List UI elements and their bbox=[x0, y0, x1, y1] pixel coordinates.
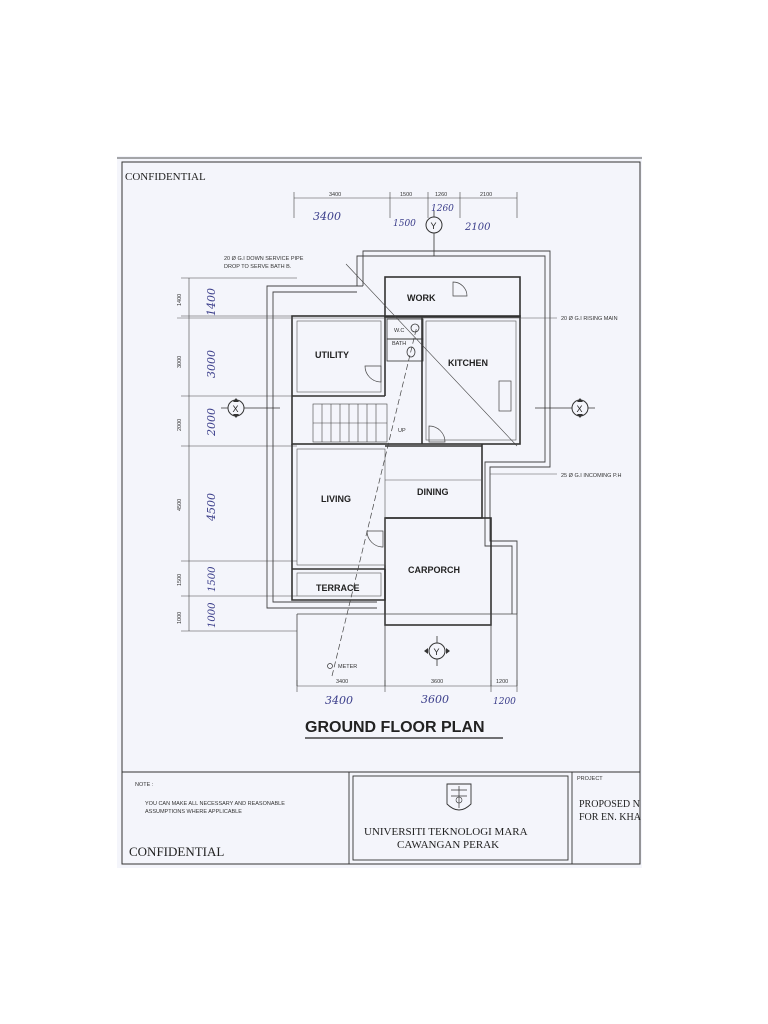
meter-symbol bbox=[327, 663, 333, 669]
left-dim-1: 1400 bbox=[177, 294, 183, 306]
left-dim-hand-3: 2000 bbox=[205, 408, 218, 437]
room-dining: DINING bbox=[417, 487, 449, 497]
room-wc: W.C bbox=[394, 328, 404, 334]
project-line-2: FOR EN. KHA bbox=[579, 812, 642, 823]
left-dim-hand-1: 1400 bbox=[205, 288, 218, 316]
university-campus: CAWANGAN PERAK bbox=[397, 839, 499, 851]
left-dim-hand-5: 1500 bbox=[207, 566, 218, 592]
bottom-dim-hand-2: 3600 bbox=[421, 693, 449, 706]
staircase bbox=[312, 403, 388, 443]
left-dim-6: 1000 bbox=[177, 612, 183, 624]
room-utility: UTILITY bbox=[315, 350, 349, 360]
room-kitchen: KITCHEN bbox=[448, 358, 488, 368]
down-pipe-leader bbox=[345, 263, 518, 447]
note-line-1: YOU CAN MAKE ALL NECESSARY AND REASONABL… bbox=[145, 801, 285, 807]
drawing-title: GROUND FLOOR PLAN bbox=[305, 719, 485, 736]
project-label: PROJECT bbox=[577, 776, 603, 782]
confidential-bottom: CONFIDENTIAL bbox=[129, 844, 224, 859]
confidential-top: CONFIDENTIAL bbox=[125, 171, 206, 183]
floor-plan-drawing: CONFIDENTIAL 3400 1500 1260 2100 3400 15… bbox=[117, 157, 642, 865]
note-label: NOTE : bbox=[135, 782, 154, 788]
left-dim-4: 4500 bbox=[177, 499, 183, 511]
room-living: LIVING bbox=[321, 494, 351, 504]
bottom-dim-hand-3: 1200 bbox=[493, 697, 516, 707]
section-mark-y-top: Y bbox=[425, 211, 443, 256]
section-y-top-label: Y bbox=[431, 221, 437, 231]
section-x-left-label: X bbox=[233, 404, 239, 414]
bottom-dim-3: 1200 bbox=[496, 679, 508, 685]
down-pipe-note-1: 20 Ø G.I DOWN SERVICE PIPE bbox=[224, 256, 304, 262]
incoming-note: 25 Ø G.I INCOMING P.H bbox=[561, 473, 621, 479]
room-terrace: TERRACE bbox=[316, 583, 360, 593]
top-dim-2: 1500 bbox=[400, 192, 412, 198]
university-name: UNIVERSITI TEKNOLOGI MARA bbox=[364, 826, 528, 838]
inner-wall-lines bbox=[296, 320, 517, 597]
bottom-dimension-line bbox=[296, 680, 518, 692]
section-x-right-label: X bbox=[577, 404, 583, 414]
left-dim-3: 2000 bbox=[177, 419, 183, 431]
left-dim-hand-2: 3000 bbox=[205, 350, 218, 378]
house-walls bbox=[291, 276, 521, 626]
left-dim-5: 1500 bbox=[177, 574, 183, 586]
sheet-border bbox=[121, 161, 641, 865]
section-mark-x-right: X bbox=[535, 398, 595, 418]
service-pipe-line bbox=[331, 325, 418, 677]
gate-lines bbox=[296, 613, 518, 686]
plot-boundary bbox=[266, 250, 551, 614]
section-mark-x-left: X bbox=[221, 398, 280, 418]
section-mark-y-bottom: Y bbox=[424, 636, 450, 666]
title-block bbox=[122, 771, 640, 864]
top-dim-4: 2100 bbox=[480, 192, 492, 198]
top-dimension-line bbox=[293, 192, 518, 218]
note-line-2: ASSUMPTIONS WHERE APPLICABLE bbox=[145, 809, 242, 815]
down-pipe-note-2: DROP TO SERVE BATH B. bbox=[224, 264, 292, 270]
bottom-dim-2: 3600 bbox=[431, 679, 443, 685]
kitchen-sink bbox=[498, 380, 512, 412]
bottom-dim-hand-1: 3400 bbox=[325, 694, 353, 707]
wc-bath-rooms bbox=[386, 318, 424, 362]
left-dim-2: 3000 bbox=[177, 356, 183, 368]
section-y-bottom-label: Y bbox=[434, 647, 440, 657]
bottom-dim-1: 3400 bbox=[336, 679, 348, 685]
room-bath: BATH bbox=[392, 341, 406, 347]
door-swings bbox=[364, 281, 468, 548]
rising-main-note: 20 Ø G.I RISING MAIN bbox=[561, 316, 618, 322]
university-crest-icon bbox=[446, 783, 472, 811]
room-work: WORK bbox=[407, 293, 436, 303]
top-dim-hand-2: 1500 bbox=[393, 219, 416, 229]
left-dim-hand-4: 4500 bbox=[205, 493, 218, 522]
top-dim-hand-3: 1260 bbox=[431, 204, 454, 214]
room-carporch: CARPORCH bbox=[408, 565, 460, 575]
meter-label: METER bbox=[338, 664, 357, 670]
stair-up: UP bbox=[398, 428, 406, 434]
left-dim-hand-6: 1000 bbox=[207, 602, 218, 628]
top-dim-hand-1: 3400 bbox=[313, 210, 341, 223]
project-line-1: PROPOSED N bbox=[579, 799, 640, 810]
left-dimension-line bbox=[181, 277, 297, 632]
drawing-sheet: CONFIDENTIAL 3400 1500 1260 2100 3400 15… bbox=[117, 156, 642, 868]
top-dim-3: 1260 bbox=[435, 192, 447, 198]
top-dim-1: 3400 bbox=[329, 192, 341, 198]
top-dim-hand-4: 2100 bbox=[464, 222, 491, 233]
